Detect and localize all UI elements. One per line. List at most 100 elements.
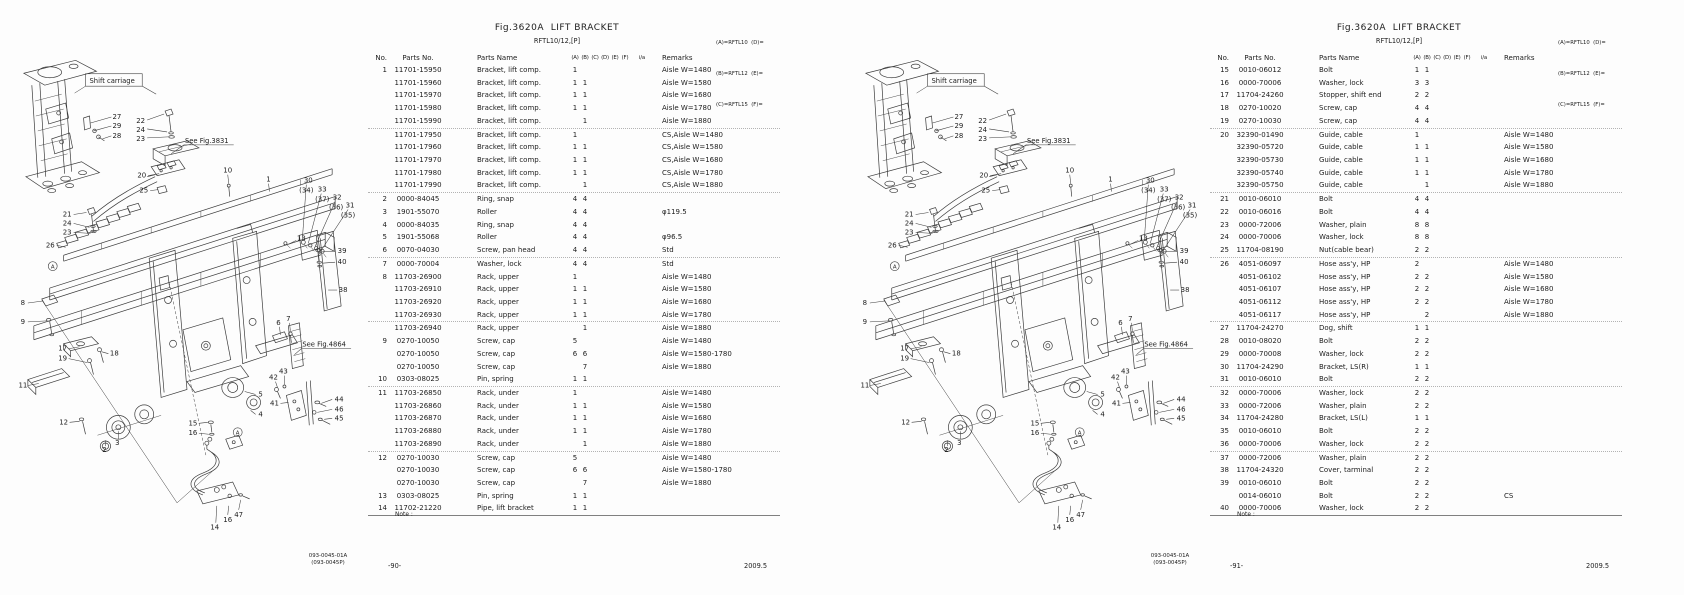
cell: 2 xyxy=(1424,479,1430,487)
cell: Hose ass'y, HP xyxy=(1319,259,1371,268)
cell xyxy=(620,193,630,206)
cell: (A) xyxy=(571,55,579,61)
cell xyxy=(1452,296,1462,309)
cell: φ119.5 xyxy=(662,207,687,216)
cell: Aisle W=1480 xyxy=(1504,259,1554,268)
cell xyxy=(590,102,600,115)
cell: 2 xyxy=(1414,297,1420,306)
cell xyxy=(620,400,630,413)
cell xyxy=(1432,179,1442,192)
cell: Washer, plain xyxy=(1319,401,1367,410)
cell xyxy=(610,115,620,128)
cell xyxy=(620,179,630,192)
figure-title: Fig.3620A LIFT BRACKET xyxy=(494,23,620,33)
cell: Pin, spring xyxy=(477,491,514,500)
cell: 22 xyxy=(1220,207,1229,216)
cell: 4 xyxy=(572,246,578,255)
cell xyxy=(1442,335,1452,348)
cell xyxy=(1472,179,1496,192)
cell xyxy=(630,348,654,361)
cell xyxy=(1442,309,1452,322)
cell xyxy=(1462,179,1472,192)
cell: Rack, upper xyxy=(477,324,519,333)
cell: 4 xyxy=(572,233,578,242)
cell xyxy=(1496,452,1622,465)
cell xyxy=(600,322,610,335)
cell xyxy=(368,412,390,425)
cell xyxy=(1462,322,1472,335)
cell xyxy=(1452,167,1462,180)
cell xyxy=(1442,219,1452,232)
cell: Washer, lock xyxy=(1319,78,1364,87)
cell xyxy=(600,129,610,142)
cell: Stopper, shift end xyxy=(1319,91,1382,100)
cell xyxy=(1452,464,1462,477)
cell xyxy=(368,141,390,154)
cell: Pin, spring xyxy=(477,375,514,384)
cell xyxy=(368,129,390,142)
cell: CS,Aisle W=1880 xyxy=(662,181,724,190)
cell xyxy=(1452,335,1462,348)
cell xyxy=(610,322,620,335)
cell: 18 xyxy=(1220,104,1229,113)
cell xyxy=(1442,438,1452,451)
cell: Aisle W=1480 xyxy=(662,453,712,462)
cell: 0270-10050 xyxy=(396,362,440,371)
cell xyxy=(368,283,390,296)
exploded-diagram xyxy=(860,59,1198,533)
cell xyxy=(1442,167,1452,180)
cell xyxy=(590,296,600,309)
cell xyxy=(1462,335,1472,348)
cell xyxy=(630,154,654,167)
cell xyxy=(1472,231,1496,244)
revision-date: 2009.5 xyxy=(744,562,768,570)
cell: 4 xyxy=(1424,207,1430,216)
cell xyxy=(620,167,630,180)
cell: Screw, cap xyxy=(477,349,516,358)
cell: 29 xyxy=(1220,349,1229,358)
cell: 0000-70006 xyxy=(1238,439,1282,448)
cell: 1 xyxy=(572,310,578,319)
cell: 1 xyxy=(582,143,588,152)
cell xyxy=(1432,102,1442,115)
cell xyxy=(620,129,630,142)
cell: 40 xyxy=(1220,504,1229,513)
cell: φ96.5 xyxy=(662,233,683,242)
cell xyxy=(620,271,630,284)
cell: Aisle W=1580 xyxy=(1504,143,1554,152)
cell xyxy=(630,64,654,77)
cell: 5 xyxy=(572,453,578,462)
cell: Aisle W=1580 xyxy=(662,285,712,294)
cell: 0000-72006 xyxy=(1238,401,1282,410)
cell xyxy=(1442,283,1452,296)
cell: 4 xyxy=(582,207,588,216)
parts-page-left: Fig.3620A LIFT BRACKET RFTL10/12,[P] (A)… xyxy=(18,23,780,570)
cell: Rack, upper xyxy=(477,272,519,281)
cell xyxy=(1210,309,1232,322)
cell: 0000-84035 xyxy=(396,220,440,229)
cell xyxy=(600,309,610,322)
cell: Bracket, LS(L) xyxy=(1319,414,1368,423)
cell: 6 xyxy=(582,466,588,475)
cell xyxy=(610,387,620,400)
cell xyxy=(1432,490,1442,503)
cell: Aisle W=1480 xyxy=(1504,130,1554,139)
revision-date: 2009.5 xyxy=(1586,562,1610,570)
cell: 1 xyxy=(1414,362,1420,371)
cell xyxy=(1496,231,1622,244)
cell xyxy=(630,322,654,335)
cell xyxy=(1432,464,1442,477)
cell: 2 xyxy=(382,195,387,204)
cell xyxy=(1462,77,1472,90)
cell: 1 xyxy=(572,78,578,87)
cell xyxy=(1432,335,1442,348)
